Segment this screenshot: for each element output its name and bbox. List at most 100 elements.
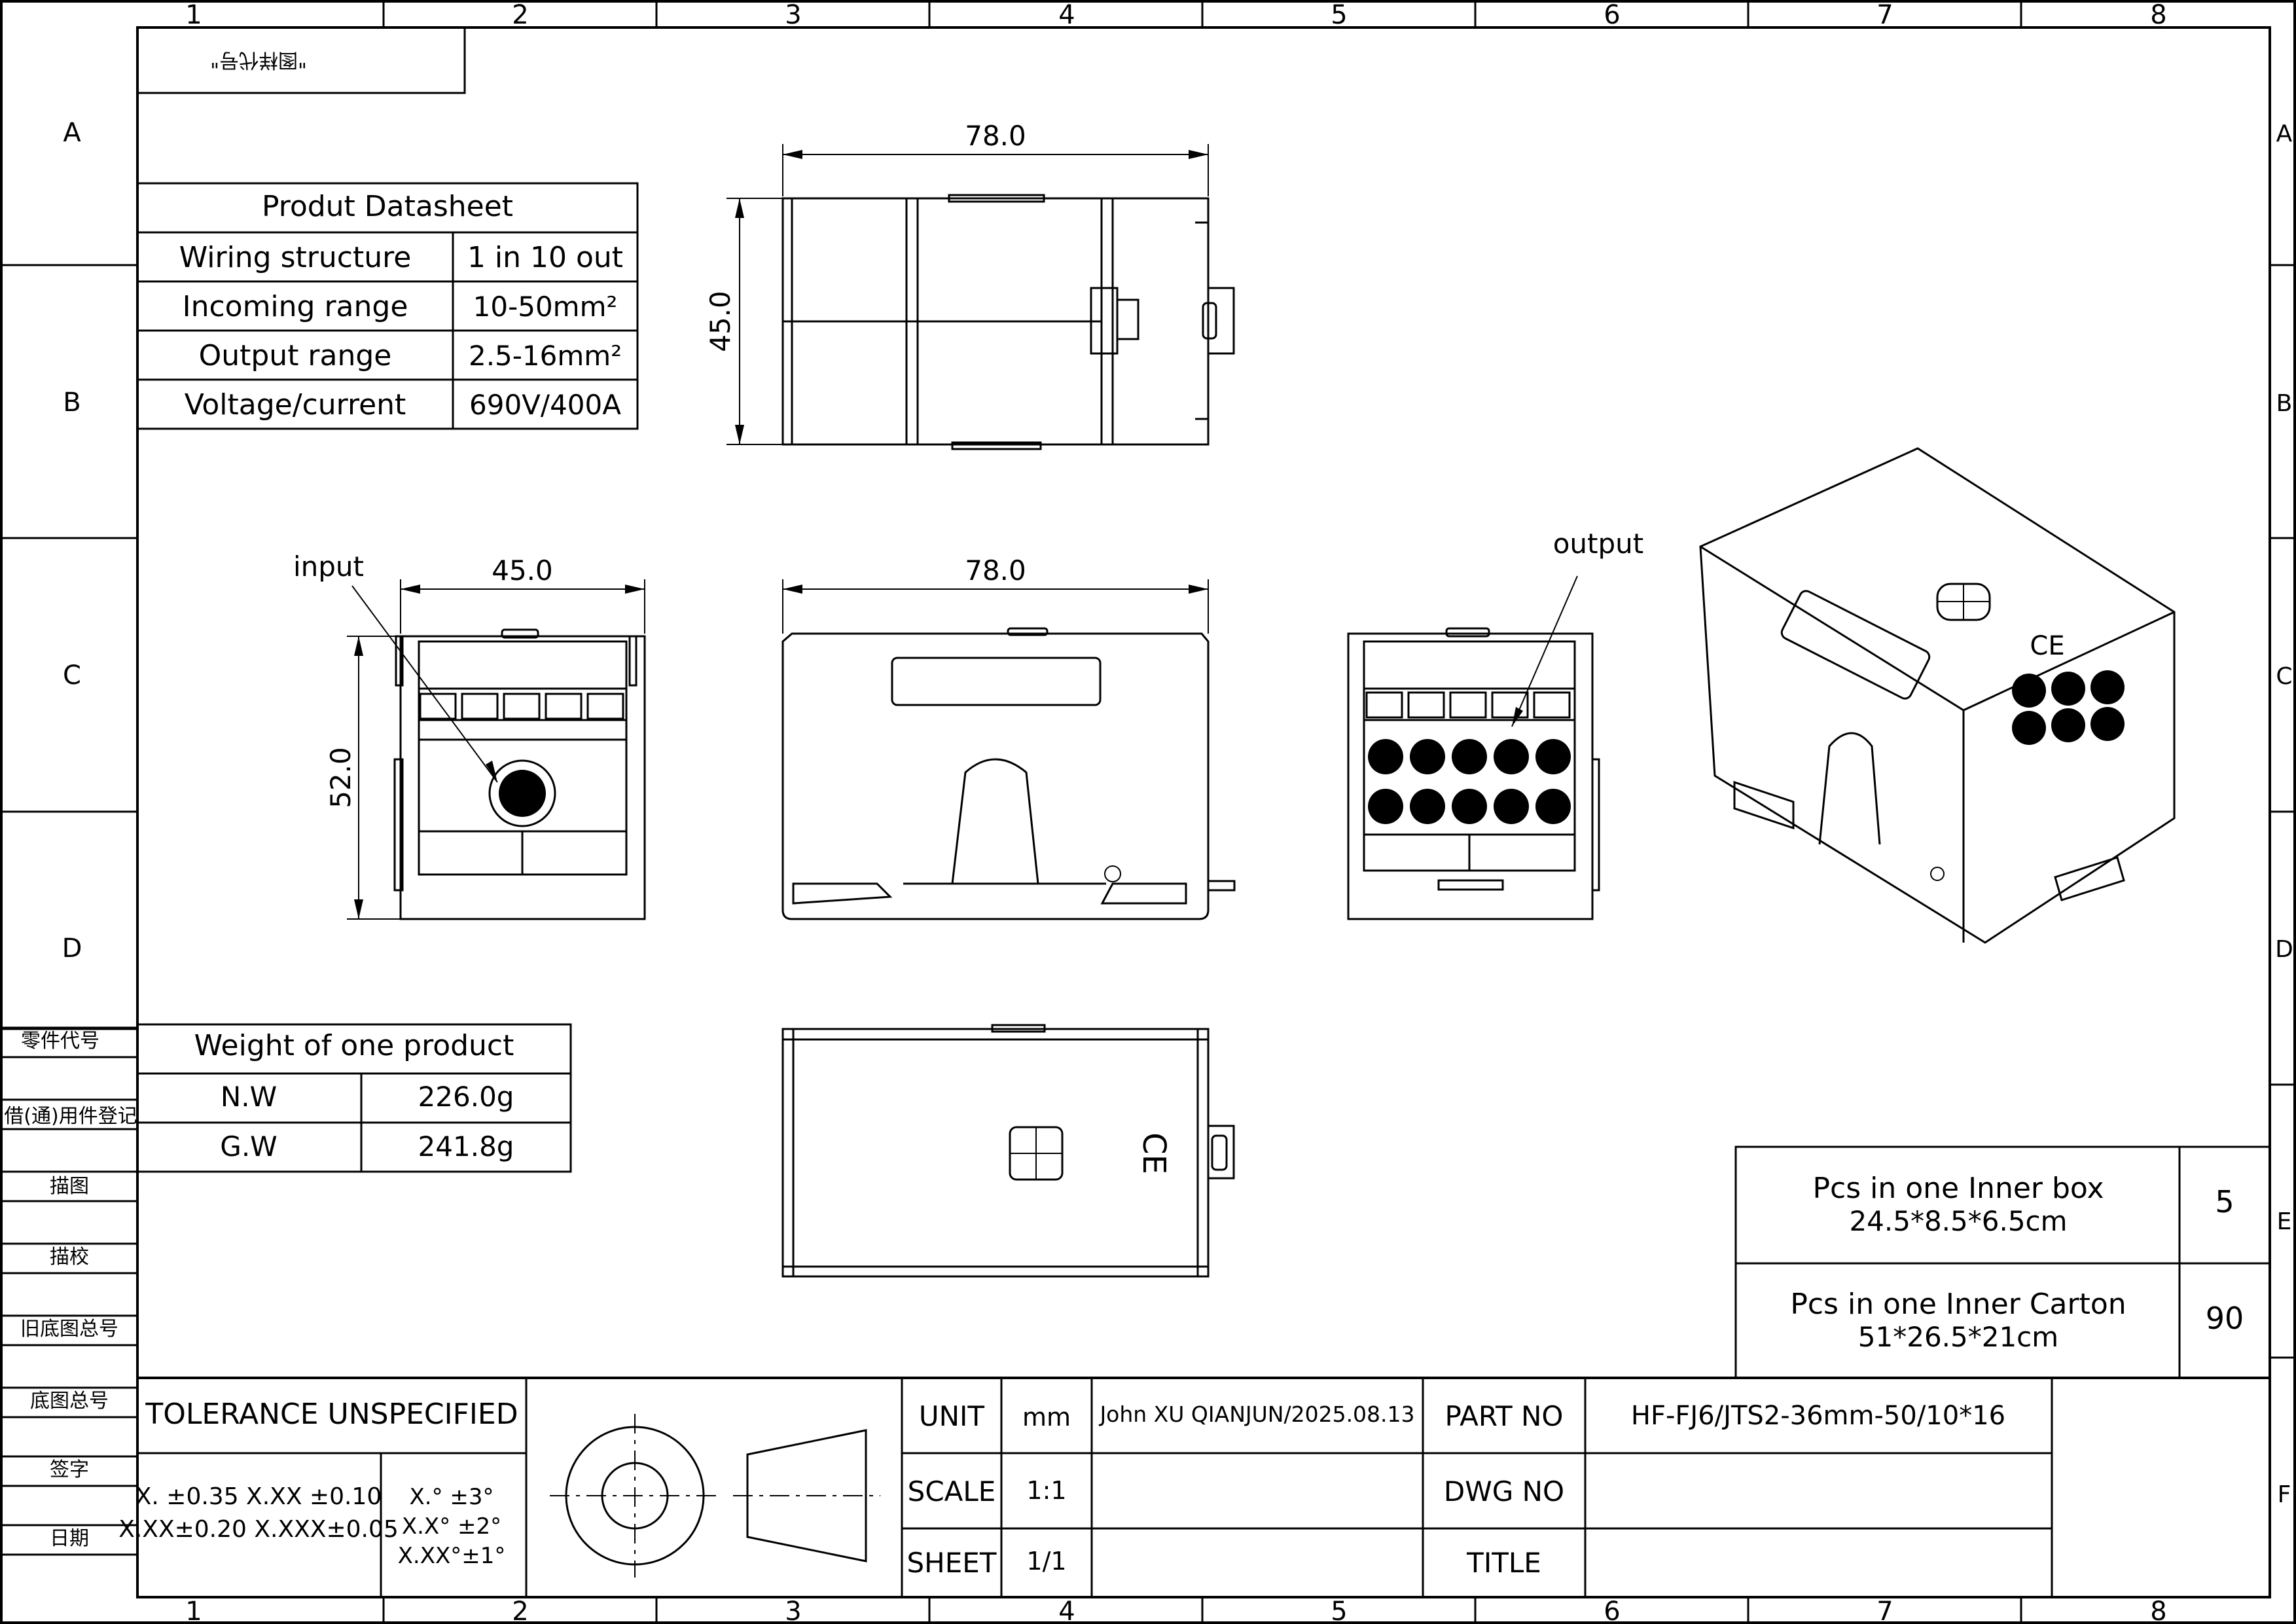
datasheet-label: Wiring structure (179, 241, 412, 274)
title-label: TITLE (1466, 1547, 1541, 1579)
ce-mark-iso: CE (2030, 631, 2064, 661)
corner-label: "图样代号" (210, 48, 307, 71)
left-signature-column: 零件代号 借(通)用件登记 描图 描校 旧底图总号 底图总号 签字 日期 (1, 1026, 137, 1556)
row-label: B (63, 388, 81, 418)
datasheet-label: Output range (199, 339, 392, 372)
left-label: 借(通)用件登记 (4, 1105, 137, 1128)
col-label: 2 (512, 0, 528, 30)
col-label: 3 (785, 0, 801, 30)
tolerance-angle-1: X.° ±3° (409, 1484, 493, 1510)
dimension-lines (347, 144, 1578, 920)
packing-qty: 5 (2215, 1184, 2234, 1219)
left-label: 签字 (50, 1458, 89, 1481)
col-label: 1 (185, 0, 202, 30)
tolerance-linear-1: X. ±0.35 X.XX ±0.10 (135, 1483, 382, 1510)
datasheet-label: Incoming range (183, 290, 408, 323)
dwg-no-label: DWG NO (1444, 1475, 1564, 1507)
scale-label: SCALE (908, 1475, 996, 1507)
weight-value: 241.8g (418, 1130, 514, 1163)
part-no-value: HF-FJ6/JTS2-36mm-50/10*16 (1631, 1401, 2005, 1431)
weight-value: 226.0g (418, 1081, 514, 1113)
row-label: D (2275, 936, 2293, 963)
tolerance-title: TOLERANCE UNSPECIFIED (145, 1398, 518, 1431)
packing-line2: 51*26.5*21cm (1858, 1321, 2058, 1353)
col-label: 6 (1604, 0, 1620, 30)
tolerance-linear-2: X.XX±0.20 X.XXX±0.05 (118, 1516, 399, 1543)
row-label: E (2277, 1208, 2292, 1235)
dim-top-width: 78.0 (965, 120, 1026, 152)
tolerance-angle-2: X.X° ±2° (402, 1513, 501, 1540)
packing-line1: Pcs in one Inner box (1812, 1172, 2104, 1205)
tolerance-angle-3: X.XX°±1° (398, 1543, 506, 1569)
datasheet-value: 10-50mm² (473, 291, 618, 323)
packing-line2: 24.5*8.5*6.5cm (1849, 1205, 2067, 1237)
weight-label: N.W (221, 1081, 277, 1113)
col-label: 5 (1331, 1597, 1347, 1624)
scale-value: 1:1 (1026, 1476, 1066, 1505)
col-label: 7 (1876, 1597, 1893, 1624)
datasheet-value: 1 in 10 out (467, 241, 623, 274)
front-view (781, 627, 1236, 920)
row-label: A (63, 118, 81, 148)
projection-symbol (550, 1414, 880, 1578)
author: John XU QIANJUN/2025.08.13 (1098, 1401, 1414, 1427)
col-label: 8 (2150, 0, 2166, 30)
column-labels-top: 1 2 3 4 5 6 7 8 (185, 0, 2166, 30)
sheet-value: 1/1 (1026, 1547, 1066, 1576)
top-view (781, 194, 1235, 450)
dim-front-width: 78.0 (965, 554, 1026, 586)
corner-label-box (136, 26, 466, 94)
packing-line1: Pcs in one Inner Carton (1790, 1288, 2126, 1321)
packing-table: Pcs in one Inner box 24.5*8.5*6.5cm 5 Pc… (1734, 1146, 2271, 1379)
row-label: F (2278, 1481, 2291, 1508)
row-labels-right: A B C D E F (2275, 120, 2293, 1508)
row-label: A (2276, 120, 2293, 147)
col-label: 8 (2150, 1597, 2166, 1624)
left-label: 零件代号 (21, 1030, 99, 1053)
isometric-view: CE (1699, 447, 2176, 944)
part-no-label: PART NO (1445, 1400, 1564, 1432)
col-label: 6 (1604, 1597, 1620, 1624)
dim-top-height: 45.0 (704, 291, 736, 352)
col-label: 4 (1058, 1597, 1075, 1624)
dim-side-width: 45.0 (492, 554, 553, 586)
title-block: TOLERANCE UNSPECIFIED X. ±0.35 X.XX ±0.1… (118, 1377, 2270, 1597)
col-label: 4 (1058, 0, 1075, 30)
weight-table: Weight of one product N.W 226.0g G.W 241… (136, 1023, 572, 1173)
ce-mark-bottom: CE (1136, 1132, 1172, 1174)
dim-side-height: 52.0 (325, 747, 357, 808)
column-labels-bottom: 1 2 3 4 5 6 7 8 (185, 1597, 2166, 1624)
col-label: 1 (185, 1597, 202, 1624)
bottom-view: CE (781, 1024, 1235, 1278)
col-label: 2 (512, 1597, 528, 1624)
datasheet-value: 690V/400A (469, 389, 621, 421)
unit-label: UNIT (919, 1400, 985, 1432)
row-labels-left: A B C D (62, 118, 82, 964)
sheet-label: SHEET (907, 1547, 997, 1579)
iso-logo (1936, 583, 1991, 621)
left-label: 描图 (50, 1175, 89, 1198)
row-label: D (62, 933, 82, 964)
side-view-input (393, 628, 646, 920)
datasheet-label: Voltage/current (185, 388, 406, 422)
row-label: B (2276, 390, 2293, 417)
row-label: C (2276, 663, 2292, 690)
weight-title: Weight of one product (194, 1029, 514, 1062)
callout-output: output (1553, 528, 1644, 560)
col-label: 3 (785, 1597, 801, 1624)
left-label: 日期 (50, 1527, 89, 1550)
datasheet-value: 2.5-16mm² (469, 340, 622, 372)
callout-input: input (293, 550, 364, 583)
datasheet-title: Produt Datasheet (262, 190, 513, 223)
left-label: 描校 (50, 1246, 89, 1269)
col-label: 5 (1331, 0, 1347, 30)
left-label: 旧底图总号 (20, 1318, 118, 1341)
inner-border (136, 26, 2271, 1598)
row-label: C (63, 660, 81, 691)
packing-qty: 90 (2206, 1301, 2244, 1336)
weight-label: G.W (220, 1130, 277, 1163)
datasheet-table: Produt Datasheet Wiring structure 1 in 1… (136, 182, 639, 430)
output-view (1347, 627, 1600, 920)
